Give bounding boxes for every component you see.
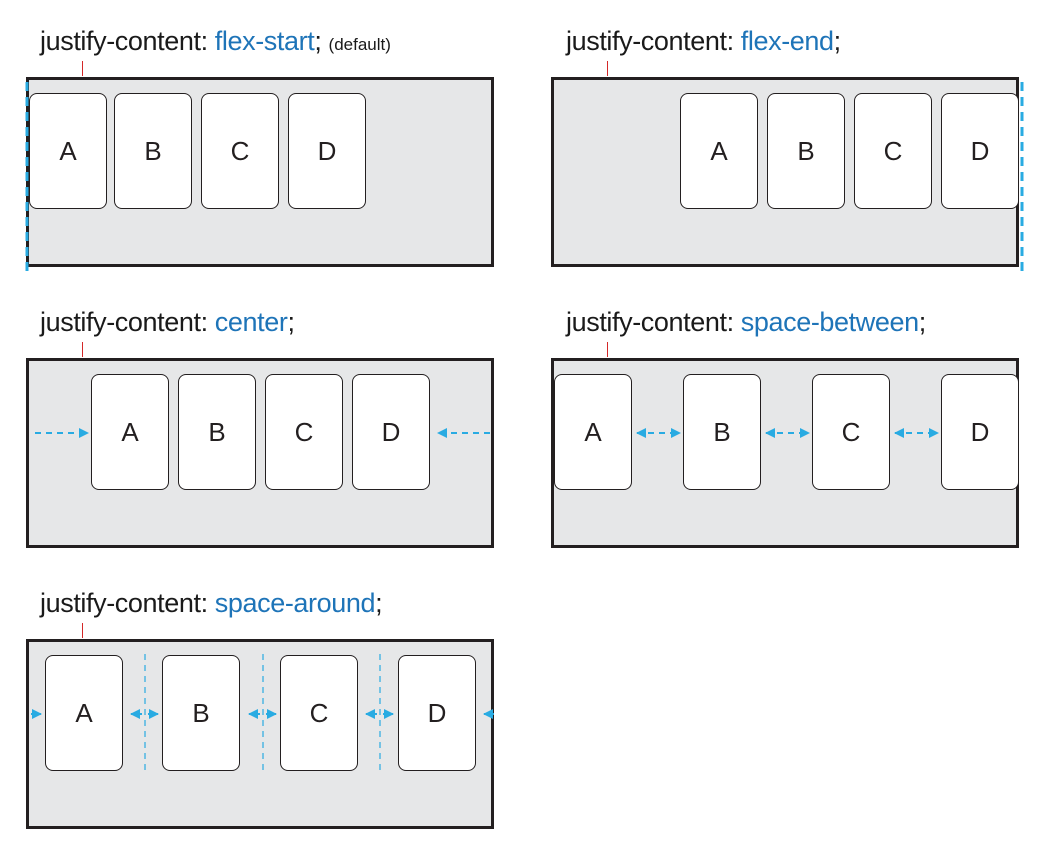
container-space-between: A B C D: [551, 358, 1019, 548]
value-label: flex-end: [740, 26, 834, 56]
property-label: justify-content:: [40, 307, 208, 337]
flex-item-d: D: [352, 374, 430, 490]
flex-item-c: C: [201, 93, 279, 209]
title-marker-tick: [607, 342, 608, 357]
property-label: justify-content:: [566, 307, 734, 337]
flex-item-d: D: [941, 93, 1019, 209]
flex-item-b: B: [683, 374, 761, 490]
title-marker-tick: [607, 61, 608, 76]
flex-item-a: A: [91, 374, 169, 490]
flex-item-a: A: [554, 374, 632, 490]
value-label: flex-start: [214, 26, 315, 56]
value-label: space-around: [214, 588, 376, 618]
flex-item-a: A: [29, 93, 107, 209]
flex-item-b: B: [114, 93, 192, 209]
title-center: justify-content: center;: [40, 307, 295, 337]
flex-item-c: C: [280, 655, 358, 771]
title-flex-end: justify-content: flex-end;: [566, 26, 841, 56]
property-label: justify-content:: [566, 26, 734, 56]
title-space-around: justify-content: space-around;: [40, 588, 383, 618]
flex-item-d: D: [941, 374, 1019, 490]
container-flex-start: A B C D: [26, 77, 494, 267]
semicolon: ;: [375, 588, 383, 618]
flex-item-b: B: [178, 374, 256, 490]
flex-item-b: B: [767, 93, 845, 209]
value-label: center: [214, 307, 288, 337]
semicolon: ;: [287, 307, 295, 337]
flex-item-a: A: [680, 93, 758, 209]
semicolon: ;: [918, 307, 927, 337]
default-note: (default): [328, 35, 391, 54]
title-marker-tick: [82, 342, 83, 357]
flex-item-d: D: [398, 655, 476, 771]
flex-item-d: D: [288, 93, 366, 209]
container-space-around: A B C D: [26, 639, 494, 829]
semicolon: ;: [833, 26, 842, 56]
flex-item-b: B: [162, 655, 240, 771]
title-marker-tick: [82, 61, 83, 76]
container-center: A B C D: [26, 358, 494, 548]
title-space-between: justify-content: space-between;: [566, 307, 926, 337]
semicolon: ;: [314, 26, 322, 56]
flex-item-c: C: [854, 93, 932, 209]
property-label: justify-content:: [40, 588, 208, 618]
title-flex-start: justify-content: flex-start; (default): [40, 26, 391, 56]
flex-item-a: A: [45, 655, 123, 771]
flex-item-c: C: [812, 374, 890, 490]
value-label: space-between: [740, 307, 919, 337]
container-flex-end: A B C D: [551, 77, 1019, 267]
flex-item-c: C: [265, 374, 343, 490]
property-label: justify-content:: [40, 26, 208, 56]
title-marker-tick: [82, 623, 83, 638]
